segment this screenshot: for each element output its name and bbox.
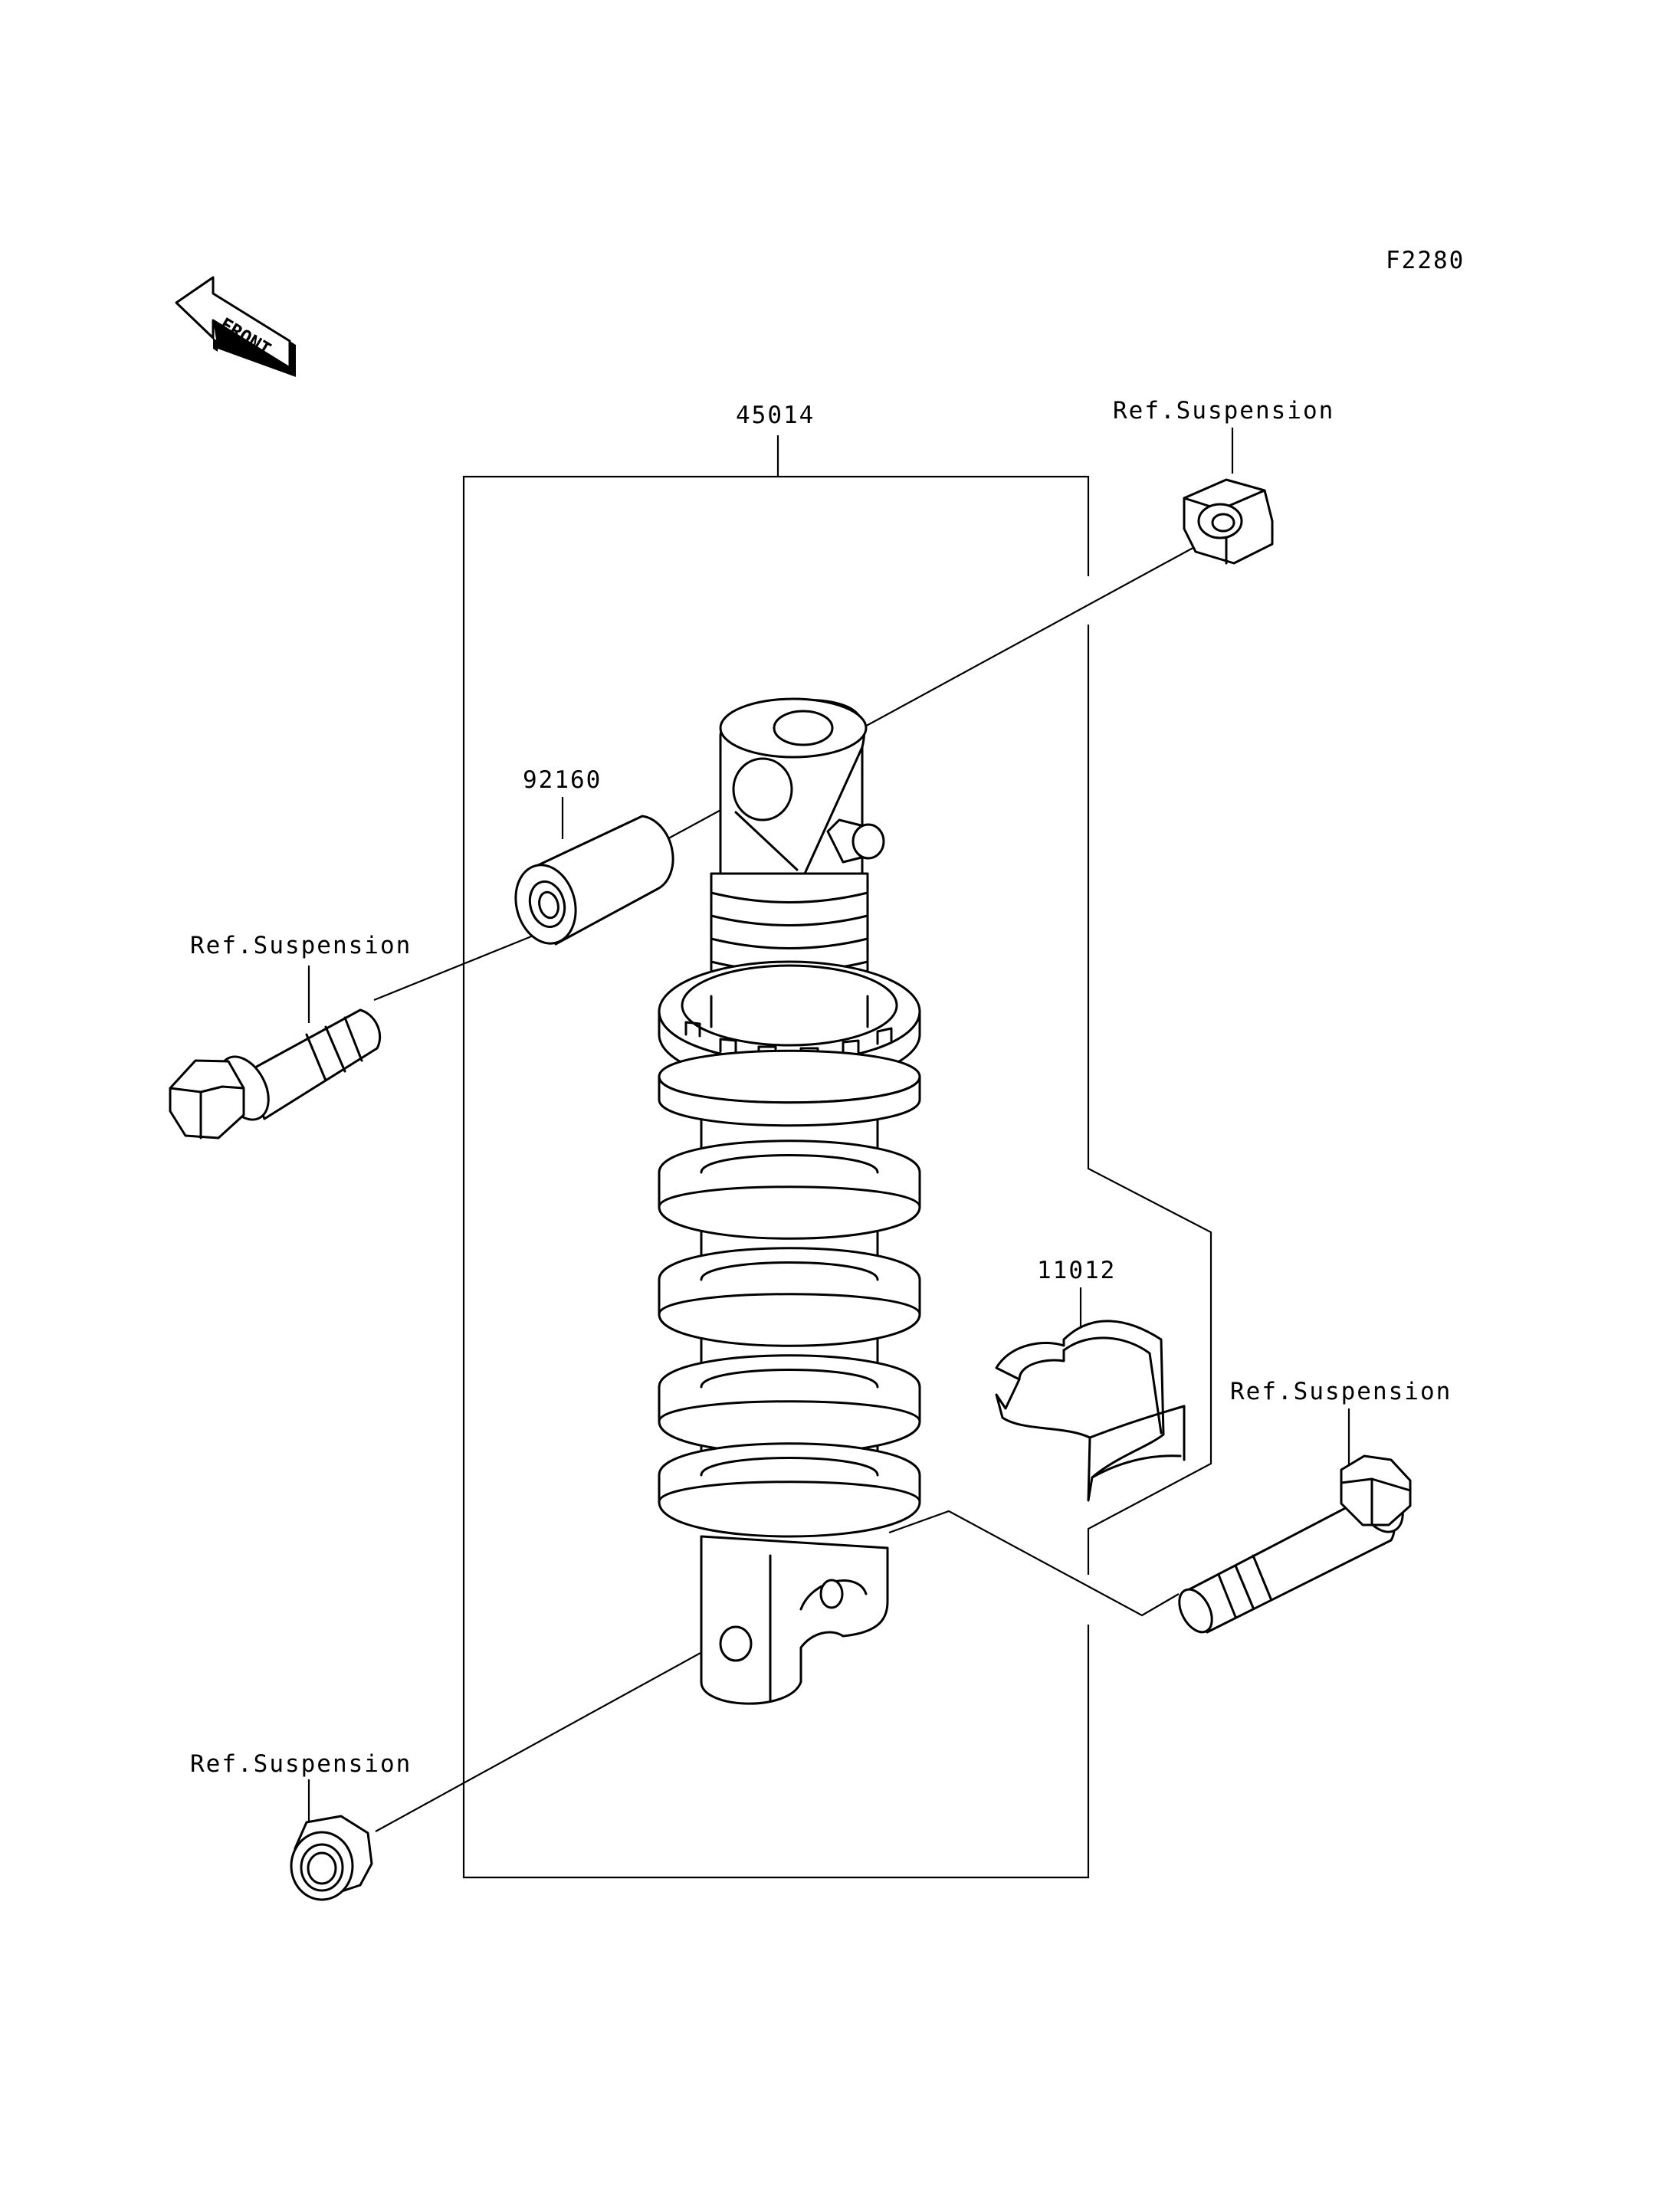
callout-ref-nut-top: Ref.Suspension: [1113, 397, 1334, 425]
left-bolt: [169, 1008, 382, 1139]
callout-ref-bolt-left: Ref.Suspension: [190, 932, 412, 959]
bushing-92160: [514, 815, 674, 946]
right-bolt: [1178, 1454, 1412, 1634]
figure-code: F2280: [1386, 247, 1465, 274]
assembly-bracket: [462, 435, 1212, 1879]
shock-absorber: [658, 697, 921, 1705]
callout-ref-nut-bottom: Ref.Suspension: [190, 1750, 412, 1778]
callout-11012: 11012: [1037, 1257, 1116, 1284]
leader-lines: [307, 428, 1350, 1832]
clamp-11012: [995, 1320, 1186, 1502]
callout-45014: 45014: [736, 402, 815, 429]
spring-coils: [658, 1049, 921, 1538]
callout-ref-bolt-right: Ref.Suspension: [1230, 1378, 1452, 1405]
callout-92160: 92160: [523, 766, 602, 794]
bottom-nut: [290, 1815, 373, 1901]
front-arrow-icon: FRONT: [175, 276, 296, 377]
top-nut: [1183, 478, 1274, 565]
